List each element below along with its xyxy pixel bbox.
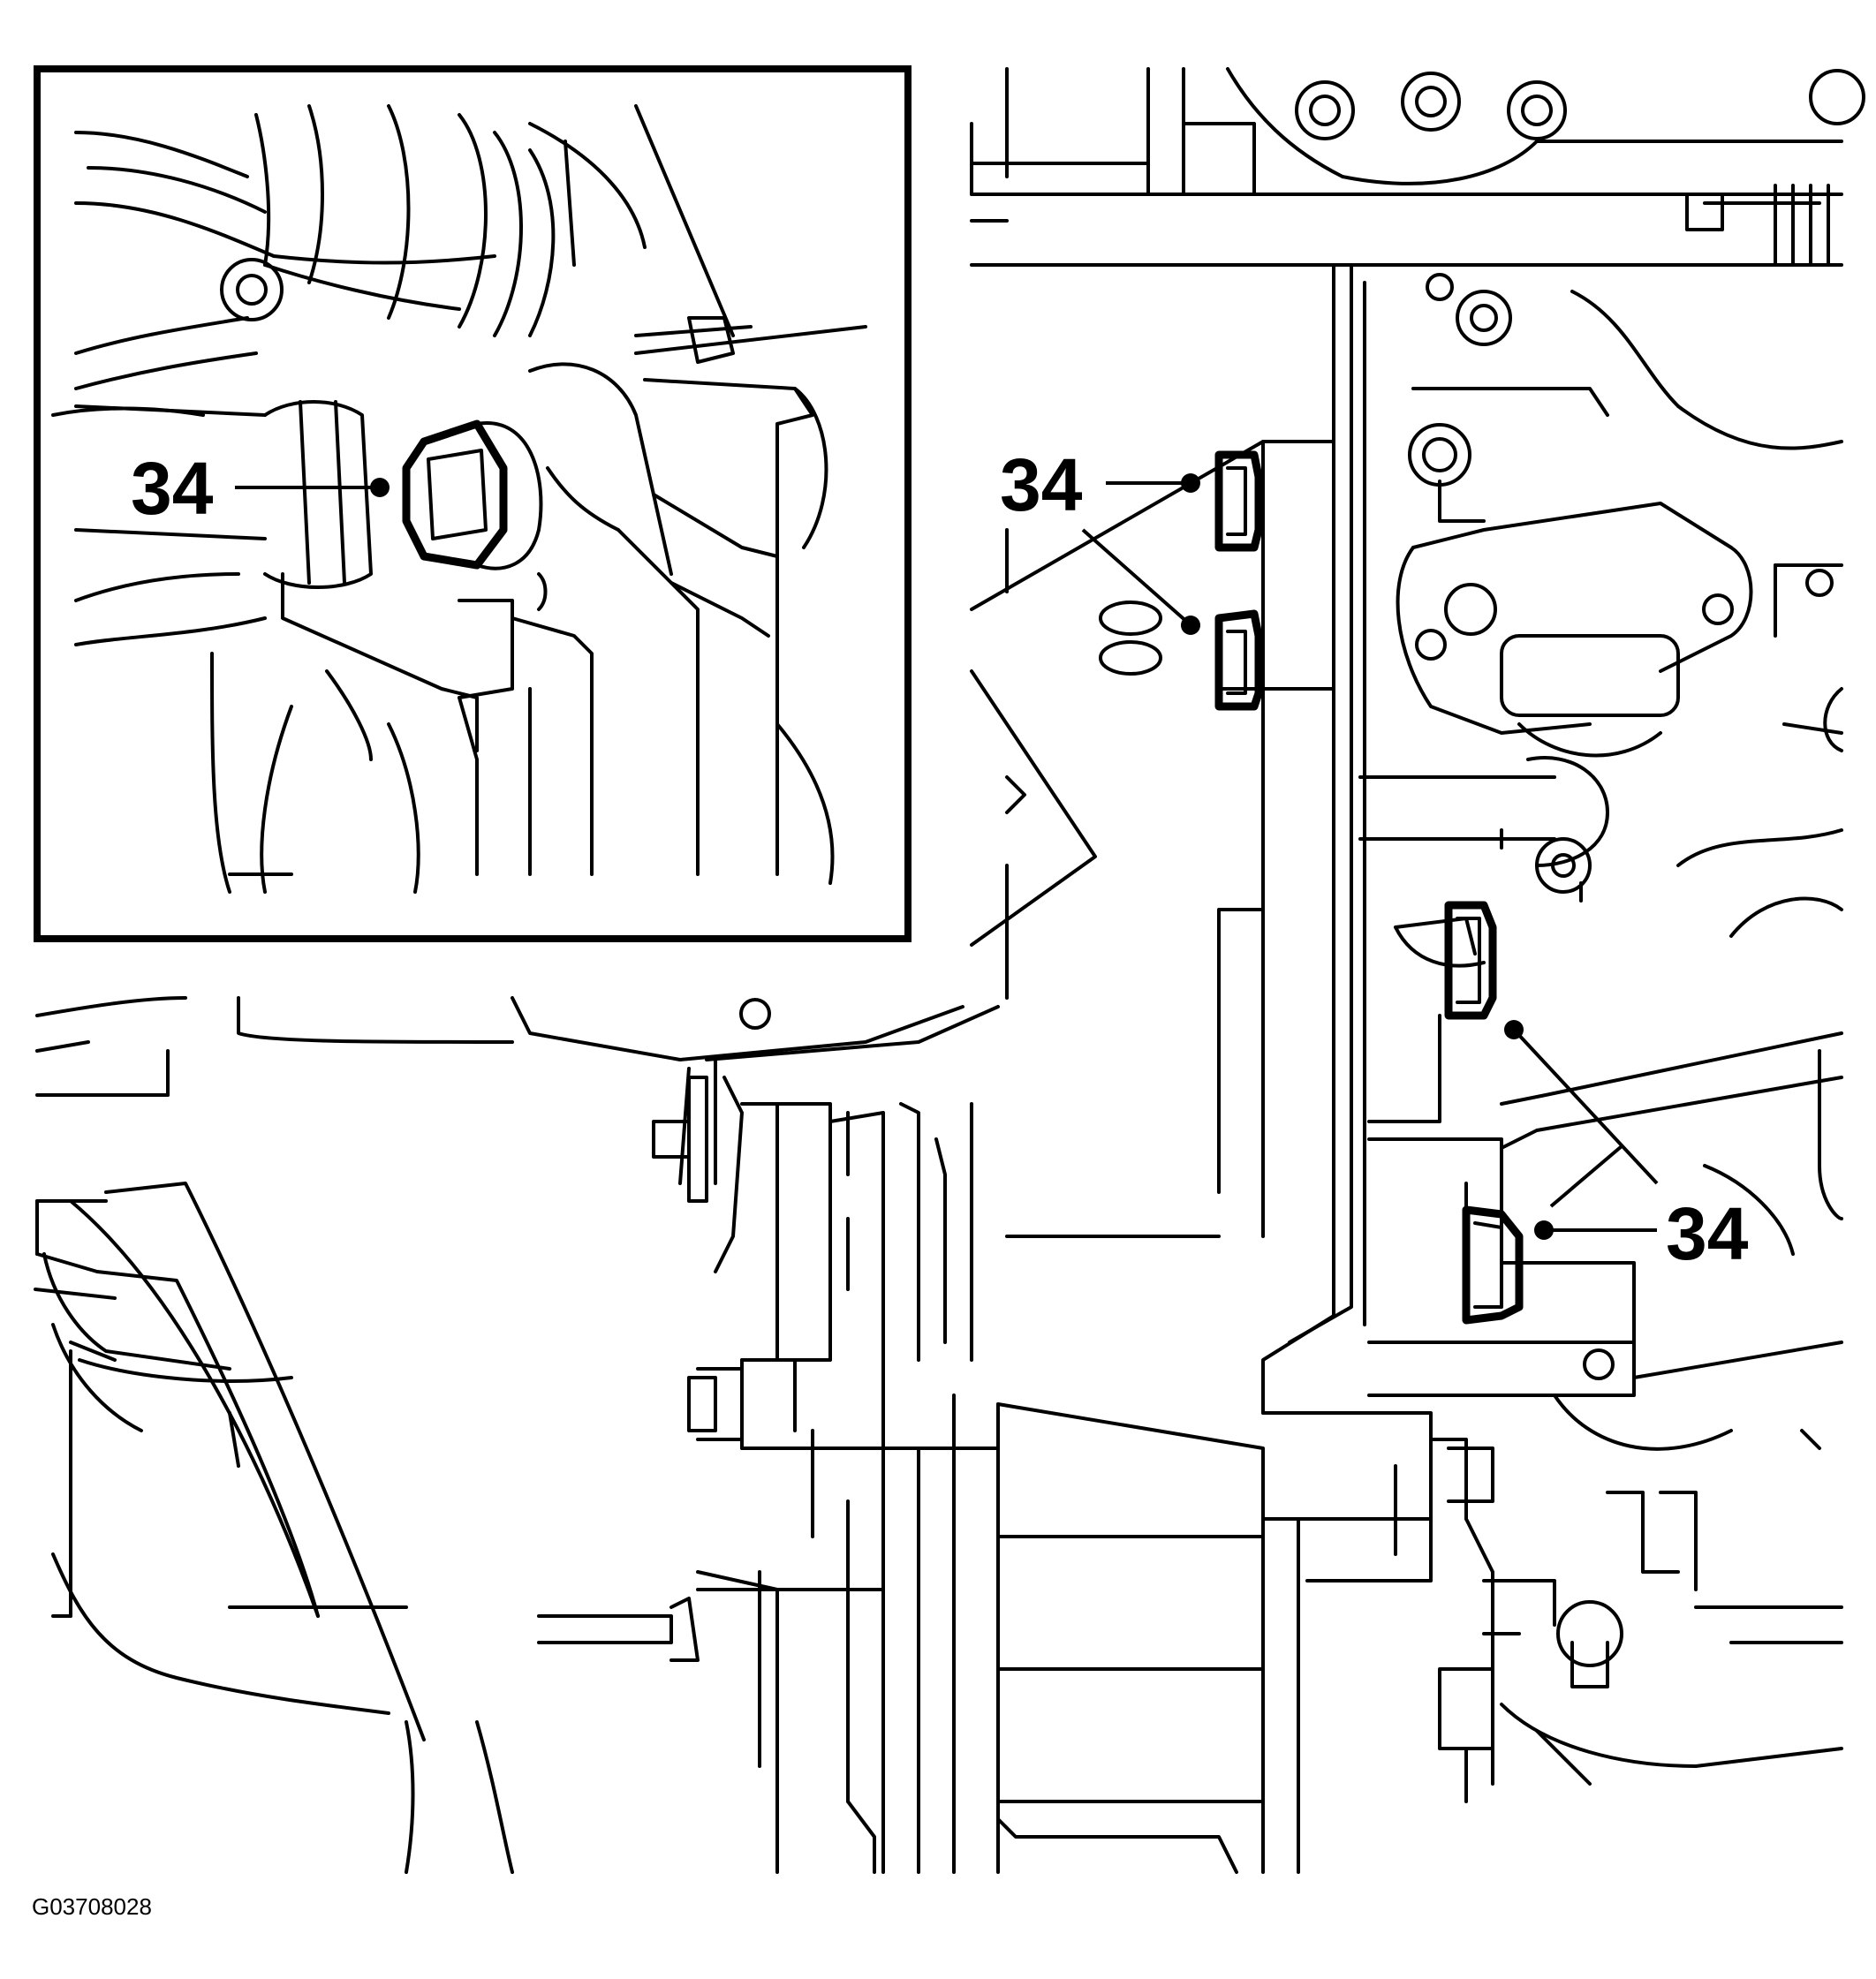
- inset-lower-structure: [74, 572, 835, 894]
- inset-bracket: [528, 104, 867, 876]
- inset-bushing: [74, 400, 373, 589]
- callout-label-lower: 34: [1666, 1192, 1749, 1275]
- callout-bolt-a: [1214, 450, 1263, 552]
- lower-housing: [996, 1402, 1494, 1874]
- pulley-belt-lines: [678, 1005, 1000, 1874]
- callout-bolt-d: [1462, 1182, 1524, 1325]
- callout-bolt-c: [1367, 901, 1497, 1123]
- inset-hoses: [51, 104, 556, 417]
- top-manifold: [970, 67, 1865, 267]
- inset-callout: 34: [131, 447, 390, 530]
- inset-detail-view: 34: [34, 65, 912, 942]
- inset-callout-bolt: [402, 419, 543, 570]
- left-lower-frame: [34, 996, 964, 1874]
- callout-upper: 34: [1000, 443, 1200, 635]
- inset-small-bolt: [220, 258, 284, 321]
- inset-frame: [34, 65, 912, 942]
- cylinder-block-left: [970, 122, 1335, 1238]
- central-rail: [1261, 263, 1366, 1415]
- lower-right-bolts: [1482, 1491, 1843, 1786]
- right-lower-bracket: [1367, 1031, 1843, 1451]
- callout-lower: 34: [1504, 1020, 1749, 1275]
- callout-label-inset: 34: [131, 447, 214, 530]
- left-side-bolts: [537, 1076, 717, 1662]
- callout-bolt-b: [1214, 609, 1263, 711]
- callout-label-upper: 34: [1000, 443, 1083, 526]
- right-engine-details: [1358, 273, 1843, 968]
- figure-id: G03708028: [32, 1893, 152, 1920]
- main-view: 34 34: [34, 67, 1865, 1874]
